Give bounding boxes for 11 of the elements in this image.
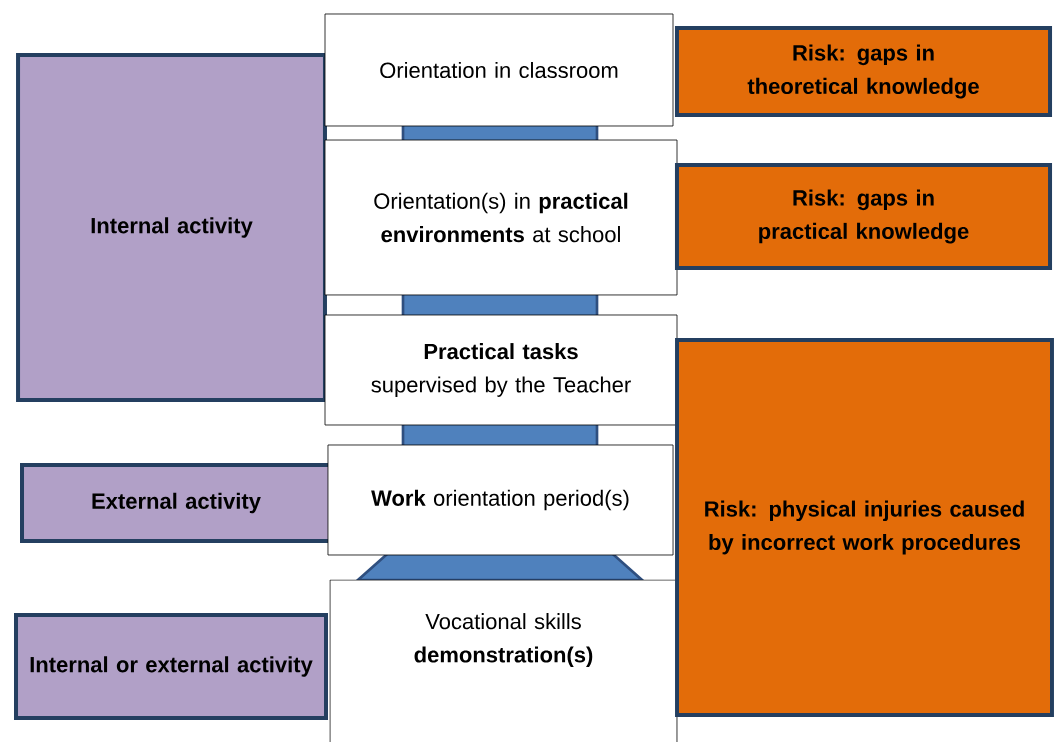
activity-box: Internal activity	[16, 52, 327, 403]
risk-box: Risk: gaps in theoretical knowledge	[674, 26, 1053, 117]
step-box: Vocational skills demonstration(s)	[329, 579, 678, 742]
step-box: Practical tasks supervised by the Teacher	[324, 314, 678, 426]
step-box: Work orientation period(s)	[327, 444, 674, 556]
risk-box: Risk: physical injuries caused by incorrect work procedures	[675, 338, 1054, 717]
step-box: Orientation(s) in practical environments at school	[324, 139, 678, 296]
activity-box: External activity	[20, 463, 332, 543]
step-box: Orientation in classroom	[324, 13, 674, 127]
activity-box: Internal or external activity	[14, 613, 328, 720]
risk-box: Risk: gaps in practical knowledge	[674, 163, 1053, 270]
